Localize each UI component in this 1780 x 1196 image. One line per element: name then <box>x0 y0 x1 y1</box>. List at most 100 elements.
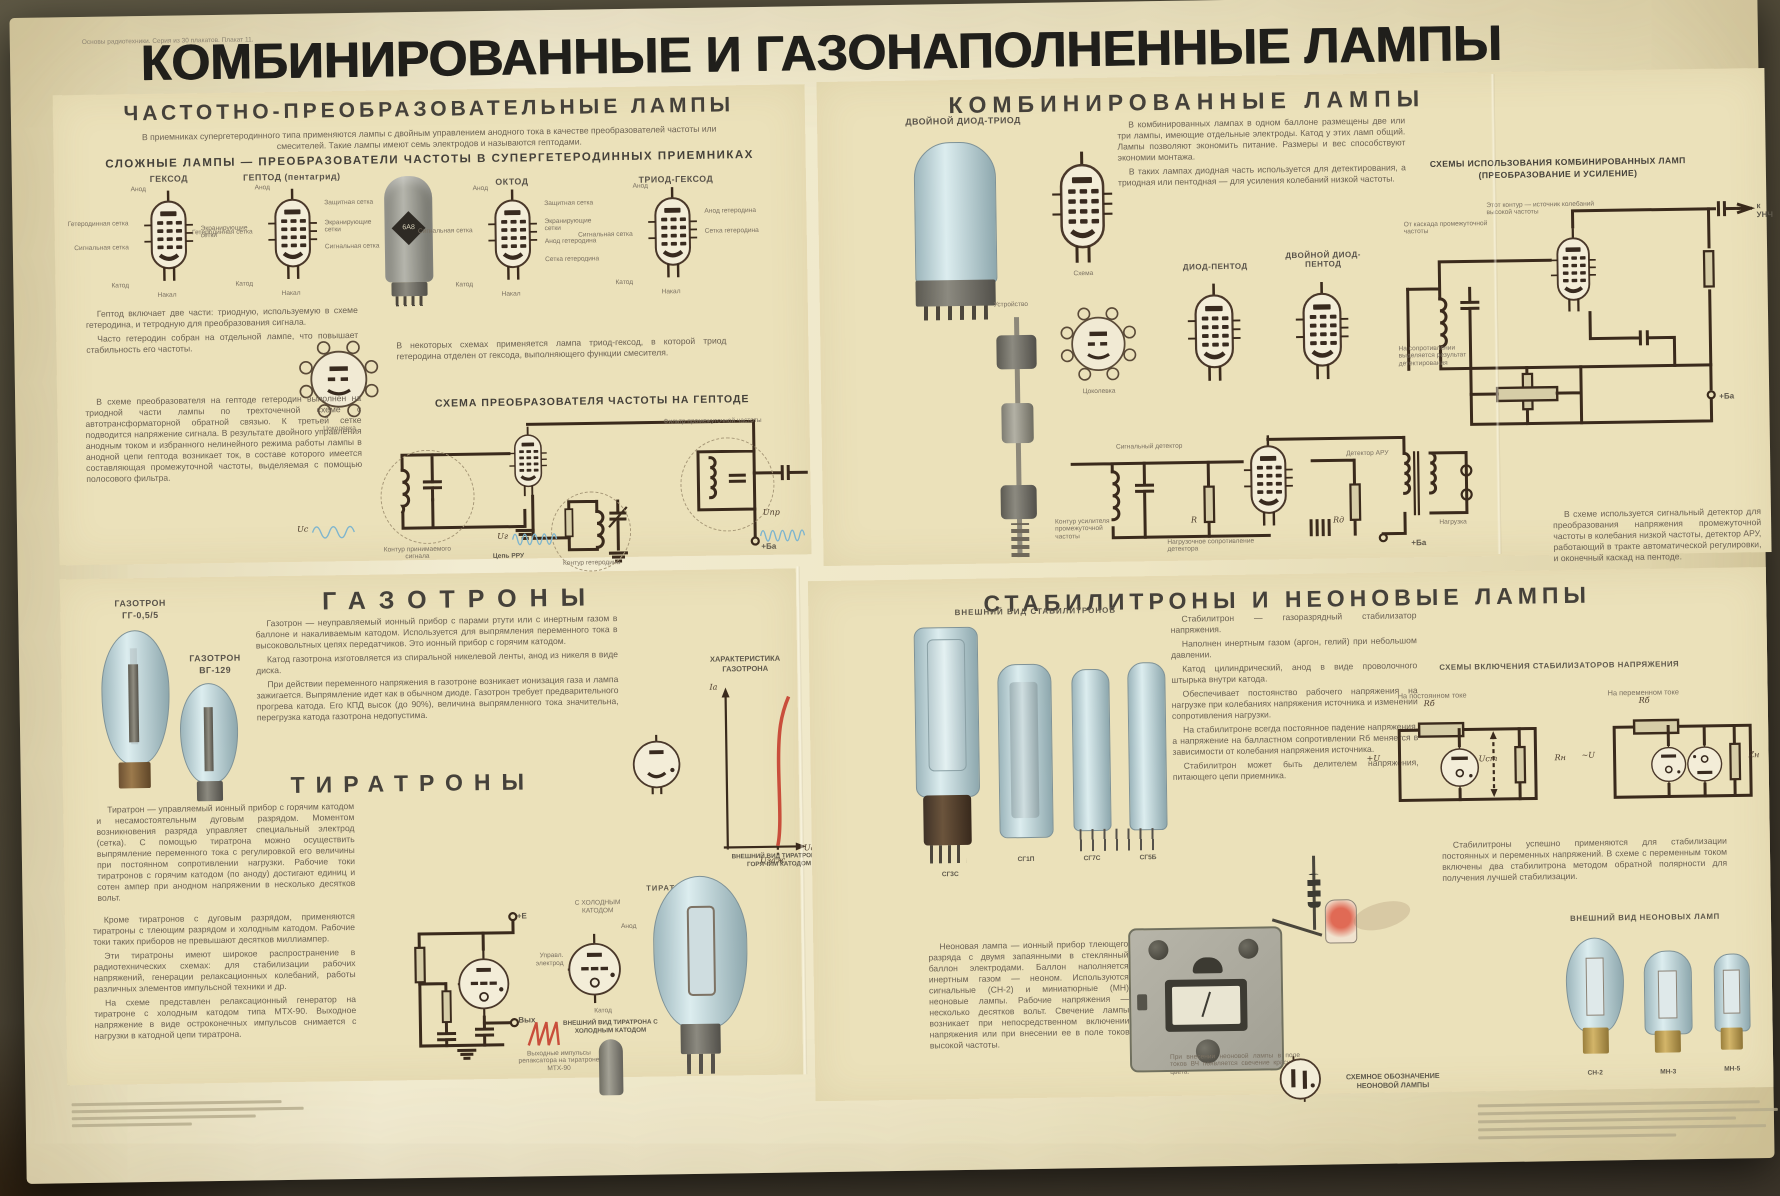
stab-name-1: СГ3С <box>941 871 959 879</box>
neon-lamp-symbol <box>1277 1056 1324 1103</box>
signal-detector-label: Сигнальный детектор <box>1115 442 1183 451</box>
neon-lamp-2-electrode <box>1657 970 1678 1019</box>
neon-name-2: МН-3 <box>1660 1068 1677 1076</box>
octode-anode-label: Анод <box>472 184 489 193</box>
poster: Основы радиотехники. Серия из 30 плакато… <box>9 0 1778 1184</box>
th-anode-label: Анод <box>632 182 649 190</box>
dc-label: На постоянном токе <box>1397 690 1467 701</box>
rb-dc-label: Rб <box>1423 698 1435 709</box>
dc-stabilizer-circuit <box>1397 721 1538 803</box>
ctl-electrode-label-2: электрод <box>535 959 564 968</box>
panel-stabilitrons-neon: СТАБИЛИТРОНЫ И НЕОНОВЫЕ ЛАМПЫ ВНЕШНИЙ ВИ… <box>807 567 1774 1103</box>
section-title: КОМБИНИРОВАННЫЕ ЛАМПЫ <box>948 85 1426 119</box>
neon-lamp-1-base <box>1582 1027 1609 1054</box>
section-title: ЧАСТОТНО-ПРЕОБРАЗОВАТЕЛЬНЫЕ ЛАМПЫ <box>123 93 735 126</box>
ddt-socket-caption: Цоколевка <box>1082 387 1116 396</box>
fine-print-right-5 <box>1478 1133 1677 1140</box>
heptode-prot-grid-label: Защитная сетка <box>324 198 374 207</box>
fine-print-left-4 <box>71 1122 192 1128</box>
stabilitron-usage-paragraph: Стабилитроны успешно применяются для ста… <box>1441 835 1728 883</box>
double-diode-pentode-name: ДВОЙНОЙ ДИОД-ПЕНТОД <box>1285 250 1361 269</box>
gastron1-name-1: ГАЗОТРОН <box>114 597 166 609</box>
ust-label: Uст <box>1478 754 1498 764</box>
rd-label: Rд <box>1332 515 1345 525</box>
stabilitron-1-pins <box>929 844 967 864</box>
hot-thyratron-pins <box>686 1053 716 1075</box>
panel-frequency-converter-tubes: ЧАСТОТНО-ПРЕОБРАЗОВАТЕЛЬНЫЕ ЛАМПЫ В прие… <box>52 84 812 573</box>
ba-label: +Ба <box>761 541 777 551</box>
device-stack <box>988 317 1048 558</box>
fine-print-left-1 <box>71 1100 282 1107</box>
stabilitron-paragraphs: Стабилитрон — газоразрядный стабилизатор… <box>1170 610 1419 782</box>
th-het-grid-label: Сетка гетеродина <box>704 226 759 235</box>
metal-tube-pins <box>395 295 424 307</box>
hexode-heater-label: Накал <box>157 291 177 299</box>
neon-name-3: МН-5 <box>1724 1065 1741 1073</box>
neon-lamp-in-hand <box>1324 899 1358 944</box>
neon-name-1: СН-2 <box>1587 1069 1604 1077</box>
rru-label: Цепь РРУ <box>492 552 525 560</box>
double-diode-triode-name: ДВОЙНОЙ ДИОД-ТРИОД <box>905 115 1021 127</box>
heptode-symbol <box>266 187 319 280</box>
stab-name-3: СГ7С <box>1083 854 1101 863</box>
octode-cathode-label: Катод <box>455 281 474 289</box>
neon-lamp-2-base <box>1654 1030 1681 1053</box>
det-res-label: На сопротивлении выделяется результат де… <box>1398 344 1467 368</box>
to-unch-label: к УНЧ <box>1756 201 1773 220</box>
neon-lamp-paragraph: Неоновая лампа — ионный прибор тлеющего … <box>928 938 1130 1051</box>
ext-stab-caption: ВНЕШНИЙ ВИД СТАБИЛИТРОНОВ <box>954 605 1117 618</box>
hexode-anode-label: Анод <box>130 186 147 194</box>
triode-hexode-note: В некоторых схемах применяется лампа три… <box>396 335 727 362</box>
ug-label: Uг <box>497 531 509 541</box>
fine-print-left-3 <box>71 1114 256 1121</box>
characteristic-title-1: ХАРАКТЕРИСТИКА <box>709 653 781 664</box>
het-loop-label: Контур гетеродина <box>562 559 621 567</box>
fine-print-left-2 <box>71 1106 304 1114</box>
ext-neon-caption: ВНЕШНИЙ ВИД НЕОНОВЫХ ЛАМП <box>1570 911 1720 923</box>
neon-lamp-1-electrode <box>1585 957 1605 1016</box>
ac-label: На переменном токе <box>1607 687 1679 698</box>
thyratron-title: ТИРАТРОНЫ <box>290 768 536 798</box>
hf-loop-label: Этот контур — источник колебаний высокой… <box>1486 200 1595 217</box>
diode-pentode-symbol <box>1185 280 1243 385</box>
ac-stabilizer-circuit <box>1612 718 1753 799</box>
panel-gastrons-thyratrons: ГАЗОТРОНЫ ГАЗОТРОН ГГ-0,5/5 ГАЗОТРОН ВГ-… <box>59 568 849 1096</box>
from-if-label: От каскада промежуточной частоты <box>1403 220 1488 236</box>
rn-label: Rн <box>1554 753 1566 763</box>
heterodyne-waveform <box>511 526 557 553</box>
octode-symbol <box>486 188 539 281</box>
triode-hexode-symbol <box>646 186 699 279</box>
gastron-paragraphs: Газотрон — неуправляемый ионный прибор с… <box>255 613 619 723</box>
stab-name-2: СГ1П <box>1017 855 1035 864</box>
stabilitron-34-pins <box>1079 828 1160 852</box>
gastron1-name-2: ГГ-0,5/5 <box>122 609 159 621</box>
neon-lamp-3-base <box>1720 1027 1743 1050</box>
characteristic-title-2: ГАЗОТРОНА <box>722 663 769 674</box>
converter-schematic-title: СХЕМА ПРЕОБРАЗОВАТЕЛЯ ЧАСТОТЫ НА ГЕПТОДЕ <box>434 393 750 410</box>
hot-thyratron-electrode <box>686 905 717 997</box>
octode-het-grid-label: Сетка гетеродина <box>545 255 600 264</box>
hf-device-photo <box>1128 926 1285 1073</box>
section-intro: В приемниках супергетеродинного типа при… <box>141 123 717 152</box>
hexode-sig-grid-label: Сигнальная сетка <box>74 244 129 253</box>
rb-ac-label: Rб <box>1638 695 1650 705</box>
signal-loop-label: Контур принимаемого сигнала <box>383 545 452 561</box>
heptode-sig-grid-label: Сигнальная сетка <box>324 242 380 251</box>
device-caption: Устройство <box>993 300 1029 309</box>
aru-detector-label: Детектор АРУ <box>1346 449 1389 458</box>
stabilitron-3-photo <box>1071 668 1112 832</box>
tilde-u-label: ~U <box>1581 750 1596 760</box>
double-diode-pentode-symbol <box>1293 278 1351 383</box>
ctl-electrode-label-1: Управл. <box>539 951 564 960</box>
neon-lamp-3-electrode <box>1722 969 1741 1014</box>
panel-combined-tubes: КОМБИНИРОВАННЫЕ ЛАМПЫ ДВОЙНОЙ ДИОД-ТРИОД… <box>816 68 1773 567</box>
double-diode-triode-photo <box>913 141 998 285</box>
ba-lower-label: +Ба <box>1411 538 1427 548</box>
stabilitron-2-inner <box>1009 681 1040 819</box>
antenna-insulators <box>1307 873 1321 908</box>
schema-caption: Схема <box>1073 269 1094 278</box>
hexode-het-grid-label: Гетеродинная сетка <box>67 220 129 229</box>
heptode-cathode-label: Катод <box>235 280 254 288</box>
plus-u-label: +U <box>1366 753 1381 763</box>
hand-sketch <box>1350 895 1414 936</box>
